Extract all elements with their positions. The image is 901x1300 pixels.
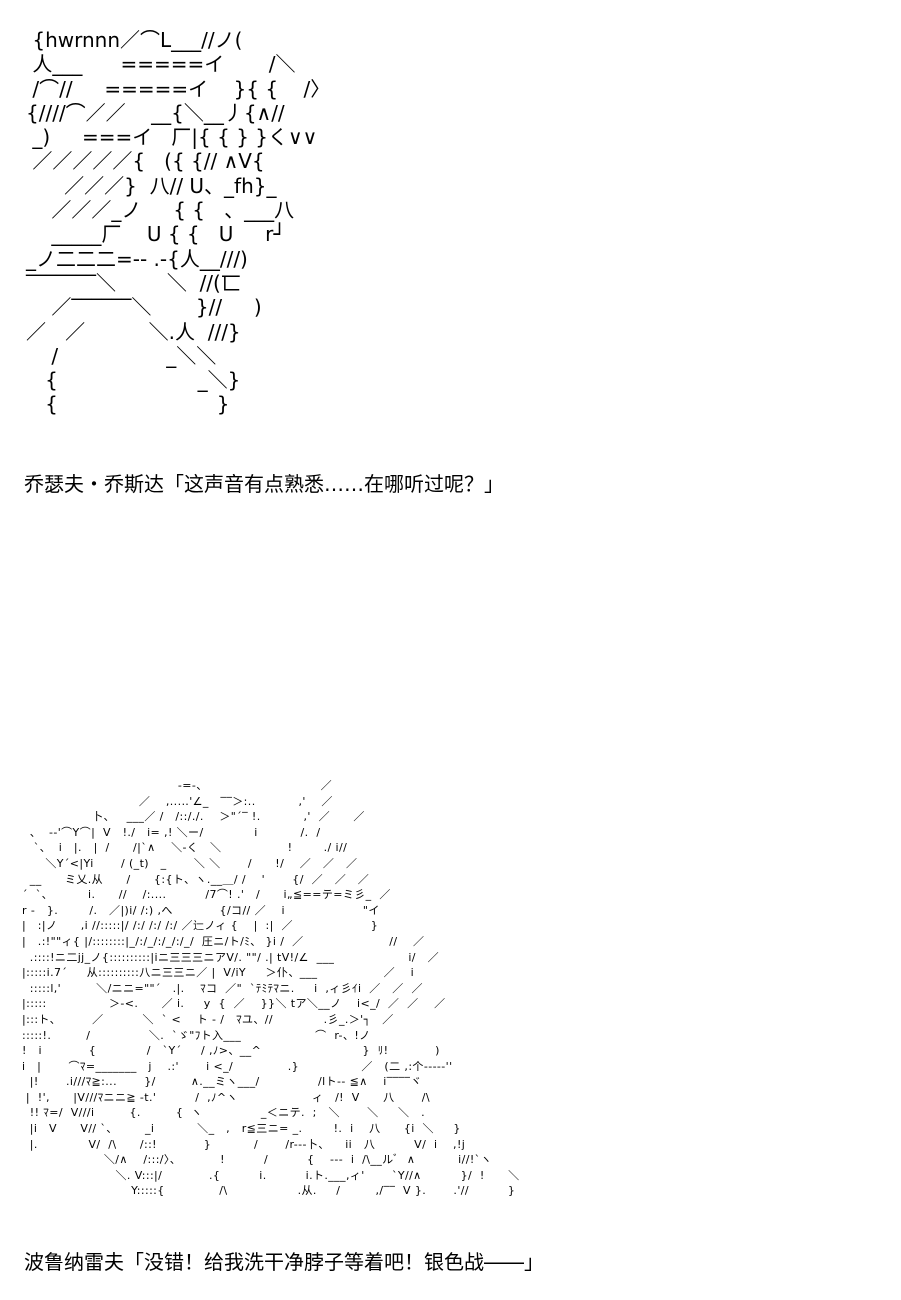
ascii-art-polnareff: -=-、 ／ ／ ,...‥'∠_ ‾‾＞:.. ,' ／ 卜、 ___／ / … — [22, 779, 520, 1198]
dialogue-caption-joseph: 乔瑟夫・乔斯达「这声音有点熟悉……在哪听过呢？」 — [24, 472, 504, 496]
ascii-art-joseph: {hwrnnn／⌒L___//ノ( 人___ =====イ /＼ /⌒// ==… — [26, 28, 331, 417]
dialogue-caption-polnareff: 波鲁纳雷夫「没错！给我洗干净脖子等着吧！银色战――」 — [24, 1250, 544, 1274]
